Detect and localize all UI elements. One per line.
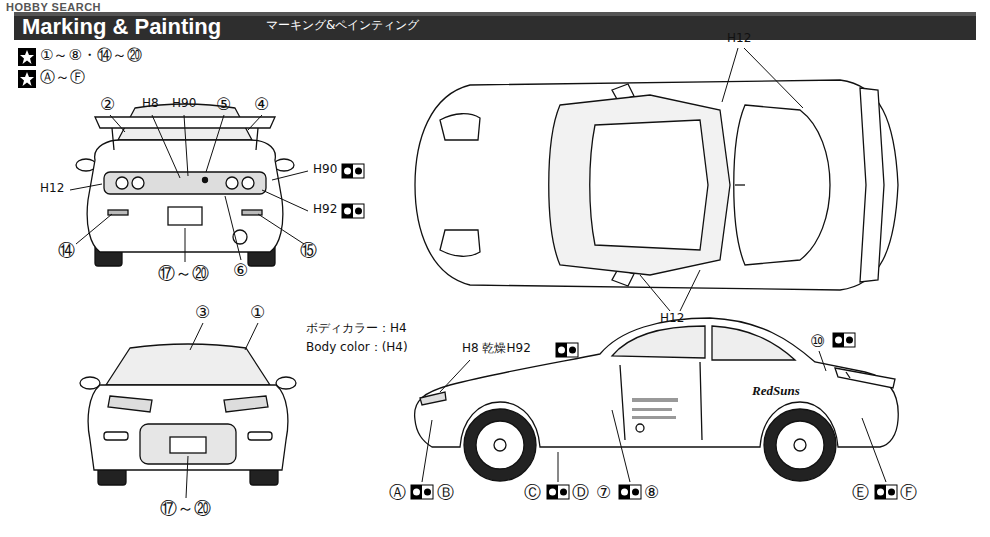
callout-number: ④	[254, 95, 269, 115]
body-color-note: Body color：(H4)	[306, 341, 408, 355]
callout-number: ⑦	[596, 483, 611, 503]
callout-letter: Ⓒ	[524, 483, 541, 503]
callout-letter: Ⓕ	[900, 483, 917, 503]
callout-letter: Ⓐ	[389, 483, 406, 503]
legend-text: Ⓐ～Ⓕ	[40, 69, 85, 86]
paint-code: H90	[313, 163, 337, 177]
sheet-subtitle: マーキング&ペインティング	[266, 19, 419, 33]
legend-text: ①～⑧・⑭～⑳	[40, 47, 142, 64]
rear-view	[76, 104, 294, 266]
paint-code: H12	[40, 182, 64, 196]
callout-number: ⑰～⑳	[160, 499, 211, 519]
paint-code: H92	[313, 203, 337, 217]
leader-lines	[70, 48, 886, 498]
watermark: HOBBY SEARCH	[6, 1, 101, 14]
callout-number: ⑥	[233, 261, 248, 281]
paint-code: H12	[660, 312, 684, 326]
callout-letter: Ⓔ	[852, 483, 869, 503]
callout-number: ⑭	[58, 241, 75, 261]
callout-number: ①	[250, 303, 265, 323]
legend-star	[18, 48, 36, 88]
side-view	[415, 318, 899, 481]
callout-number: ⑤	[216, 95, 231, 115]
callout-number: ②	[100, 95, 115, 115]
callout-number: ③	[195, 303, 210, 323]
callout-letter: Ⓑ	[437, 483, 454, 503]
callout-number: ⑩	[810, 332, 825, 352]
top-view	[415, 80, 898, 290]
body-color-note: ボディカラー：H4	[306, 322, 407, 336]
paint-code: H8 乾燥H92	[462, 342, 531, 356]
callout-number: ⑮	[300, 241, 317, 261]
callout-number: ⑰～⑳	[158, 264, 209, 284]
callout-letter: Ⓓ	[572, 483, 589, 503]
header-band	[14, 12, 976, 40]
sheet-title: Marking & Painting	[22, 14, 221, 39]
paint-code: H12	[727, 32, 751, 46]
paint-code: H90	[172, 97, 196, 111]
decal-symbol	[342, 164, 897, 499]
decal-text: RedSuns	[752, 384, 800, 399]
callout-number: ⑧	[644, 483, 659, 503]
paint-code: H8	[142, 97, 159, 111]
